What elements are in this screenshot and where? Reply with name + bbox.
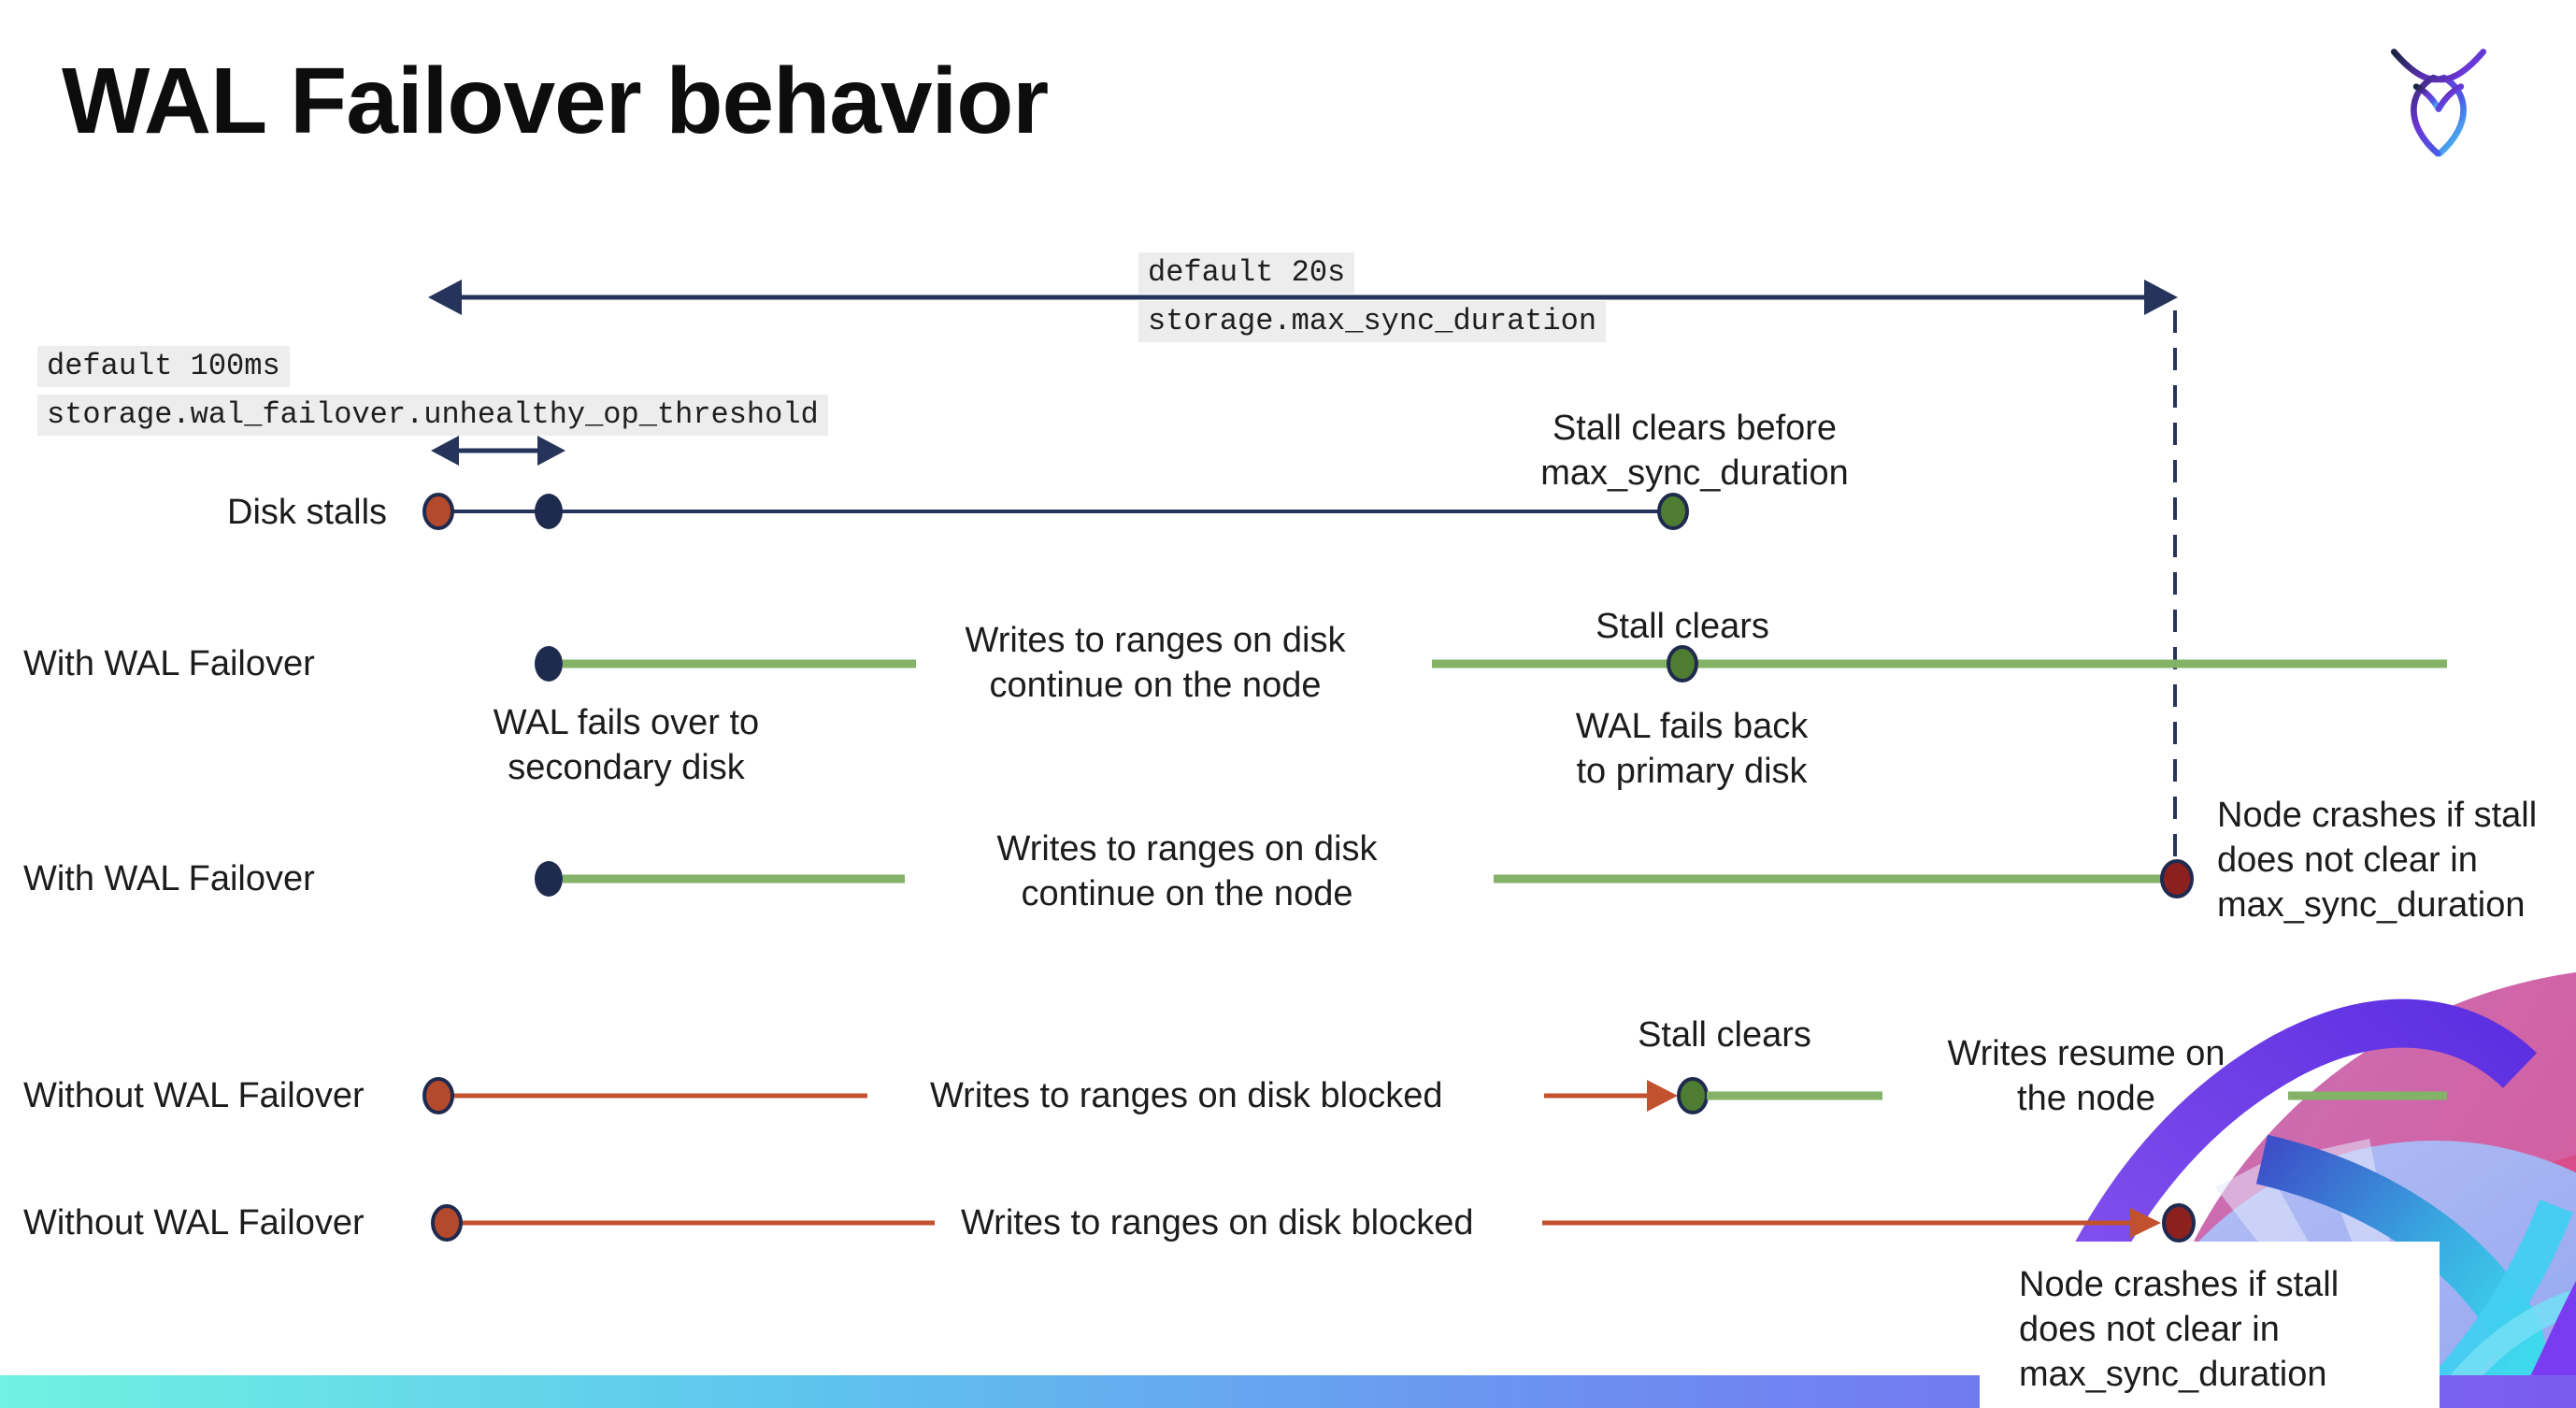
logo-branch-left	[2412, 83, 2442, 112]
row3-crash-note: Node crashes if stall does not clear in …	[2217, 796, 2538, 925]
row1-label: Disk stalls	[227, 493, 388, 532]
row4-red-arrow-head	[1647, 1080, 1678, 1112]
threshold-arrow-right-head	[537, 436, 565, 466]
logo-right-antenna	[2411, 49, 2487, 157]
logo-left-antenna	[2390, 49, 2467, 157]
threshold-name-chip: storage.wal_failover.unhealthy_op_thresh…	[37, 395, 828, 436]
max-sync-name-chip: storage.max_sync_duration	[1138, 301, 1607, 342]
row3-failover-dot	[535, 861, 563, 897]
row2-stall-clears-dot	[1667, 645, 1698, 682]
max-sync-arrow-left-head	[428, 280, 462, 315]
max-sync-arrow-right-head	[2144, 280, 2178, 315]
threshold-default-chip: default 100ms	[37, 346, 290, 387]
row1-stall-start-dot	[422, 493, 454, 530]
row1-stall-clears-note: Stall clears before max_sync_duration	[1540, 409, 1849, 493]
row1-threshold-dot	[535, 494, 563, 529]
row4-resume-note: Writes resume on the node	[1947, 1034, 2225, 1118]
row4-blocked-note: Writes to ranges on disk blocked	[930, 1076, 1443, 1115]
row4-stall-clears-dot	[1677, 1077, 1709, 1114]
row3-writes-note: Writes to ranges on disk continue on the…	[996, 829, 1378, 913]
cockroachdb-logo-icon	[2390, 49, 2487, 157]
page-title: WAL Failover behavior	[62, 49, 1049, 153]
row1-stall-clears-dot	[1657, 493, 1689, 530]
max-sync-setting-label: default 20s storage.max_sync_duration	[1138, 252, 1607, 342]
row2-failover-note: WAL fails over to secondary disk	[493, 703, 760, 787]
row4-stall-start-dot	[422, 1077, 454, 1114]
row4-stall-clears-note: Stall clears	[1638, 1015, 1811, 1055]
logo-branch-right	[2435, 83, 2465, 112]
threshold-setting-label: default 100ms storage.wal_failover.unhea…	[37, 346, 828, 436]
row3-label: With WAL Failover	[23, 859, 315, 898]
threshold-arrow-left-head	[431, 436, 459, 466]
row5-blocked-note: Writes to ranges on disk blocked	[961, 1203, 1474, 1243]
row2-writes-note: Writes to ranges on disk continue on the…	[965, 621, 1346, 705]
row2-failover-dot	[535, 646, 563, 682]
row5-stall-start-dot	[431, 1204, 463, 1242]
crash-callout-box	[1980, 1242, 2440, 1408]
row5-label: Without WAL Failover	[23, 1203, 365, 1243]
row5-crash-note: Node crashes if stall does not clear in …	[2019, 1265, 2340, 1394]
row2-failback-note: WAL fails back to primary disk	[1575, 707, 1809, 791]
row2-label: With WAL Failover	[23, 644, 315, 683]
row2-stall-clears-note: Stall clears	[1596, 607, 1769, 646]
row4-label: Without WAL Failover	[23, 1076, 365, 1115]
max-sync-default-chip: default 20s	[1138, 252, 1355, 294]
